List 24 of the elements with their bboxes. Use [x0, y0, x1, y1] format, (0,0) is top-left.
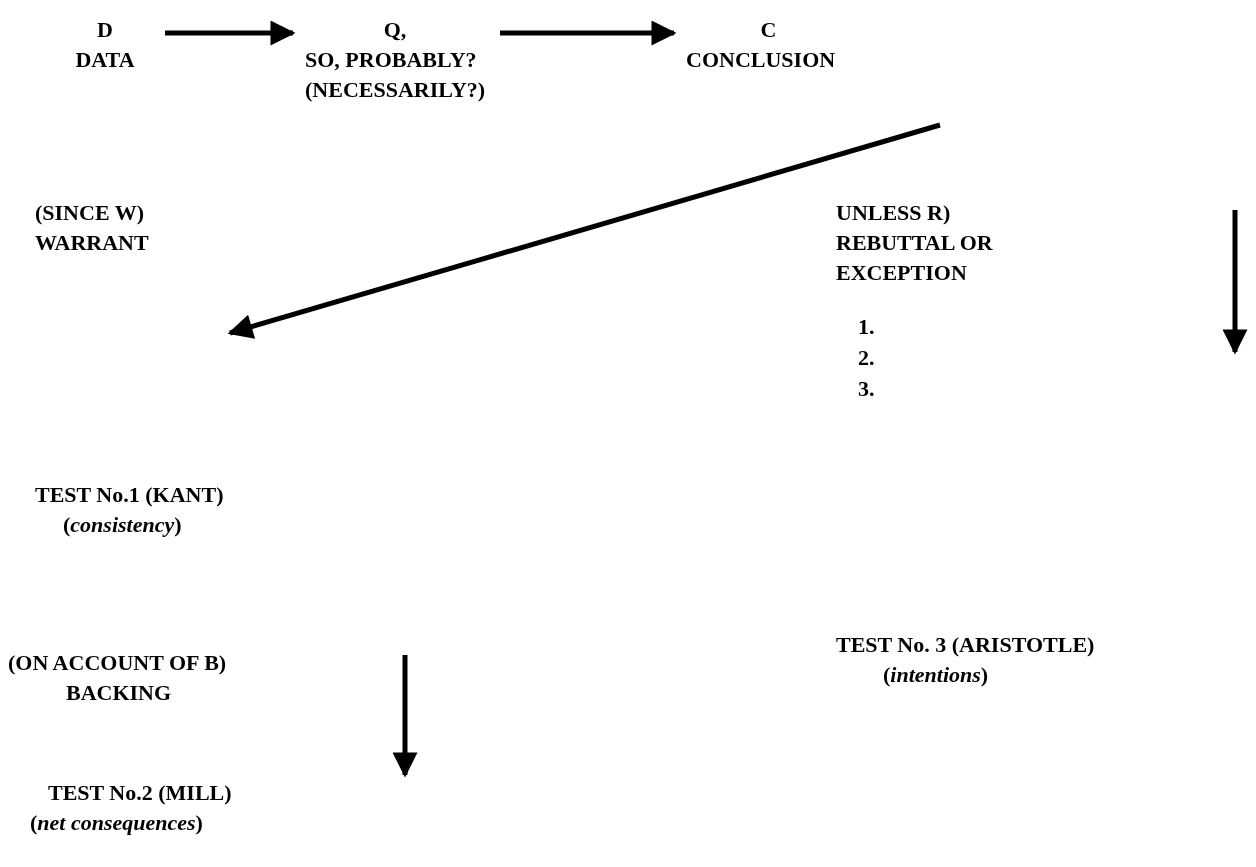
node-text: (net consequences) [30, 809, 204, 837]
node-text: (consistency) [62, 511, 183, 539]
node-text: (SINCE W) [35, 199, 145, 227]
arrow [500, 20, 677, 46]
node-text: TEST No.2 (MILL) [47, 779, 233, 807]
list-number: 3. [858, 375, 875, 403]
node-text: CONCLUSION [686, 46, 837, 74]
node-text: TEST No.1 (KANT) [35, 481, 225, 509]
node-text: WARRANT [35, 229, 150, 257]
node-text: DATA [74, 46, 136, 74]
node-text: (ON ACCOUNT OF B) [8, 649, 228, 677]
node-text: (intentions) [882, 661, 990, 689]
list-number: 1. [858, 313, 875, 341]
node-text: SO, PROBABLY? (NECESSARILY?) [305, 46, 485, 104]
node-text: TEST No. 3 (ARISTOTLE) [836, 631, 1096, 659]
arrow [227, 122, 941, 339]
node-text: C [759, 16, 778, 44]
node-text: BACKING [65, 679, 173, 707]
node-text: REBUTTAL OR EXCEPTION [836, 229, 994, 287]
arrow [165, 20, 296, 46]
list-number: 2. [858, 344, 875, 372]
node-text: Q, [382, 16, 408, 44]
node-text: D [96, 16, 114, 44]
node-text: UNLESS R) [836, 199, 952, 227]
